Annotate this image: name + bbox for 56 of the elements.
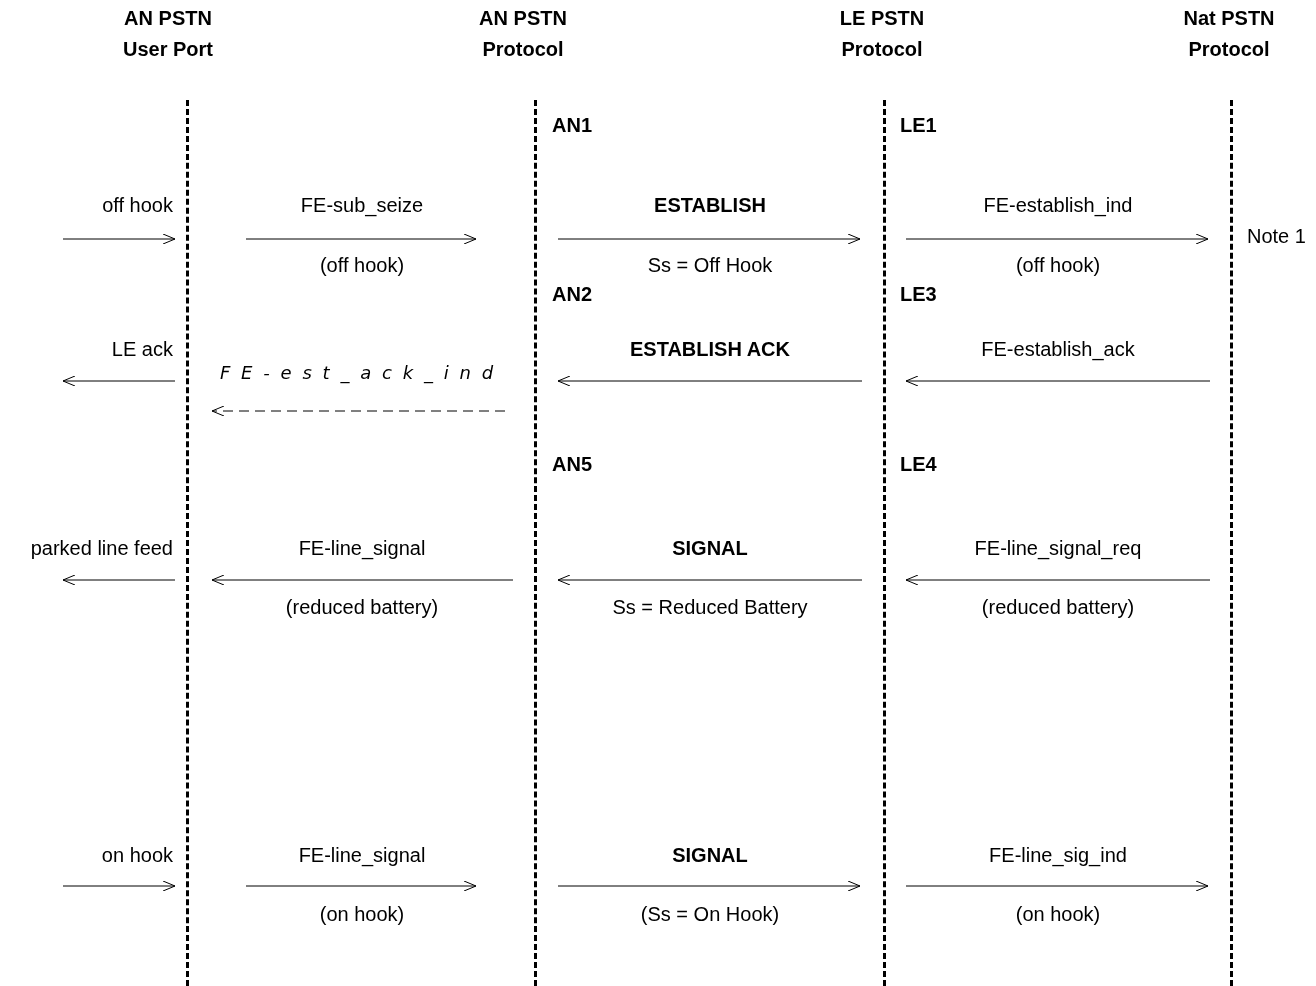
message-arrow (62, 880, 176, 892)
message-arrow (62, 375, 176, 387)
state-label: LE4 (900, 452, 937, 476)
state-label: AN1 (552, 113, 592, 137)
message-label: parked line feed (30, 536, 173, 560)
state-label: AN5 (552, 452, 592, 476)
state-label: AN2 (552, 282, 592, 306)
message-arrow (557, 880, 861, 892)
message-arrow (905, 880, 1209, 892)
message-label: ESTABLISH ACK (630, 337, 790, 361)
message-label: ESTABLISH (654, 193, 766, 217)
lifeline (534, 100, 537, 986)
message-label: FE-line_signal_req (974, 536, 1142, 560)
parameter-label: (off hook) (1015, 253, 1101, 277)
lifeline (1230, 100, 1233, 986)
message-arrow (211, 405, 506, 417)
state-label: LE1 (900, 113, 937, 137)
message-label: FE-establish_ind (983, 193, 1133, 217)
parameter-label: (on hook) (319, 902, 405, 926)
message-arrow (905, 375, 1211, 387)
message-label: on hook (101, 843, 173, 867)
message-arrow (245, 233, 477, 245)
message-arrow (245, 880, 477, 892)
state-label: LE3 (900, 282, 937, 306)
message-arrow (557, 574, 863, 586)
message-label: FE-sub_seize (300, 193, 424, 217)
message-label: FE-establish_ack (981, 337, 1135, 361)
parameter-label: (reduced battery) (285, 595, 439, 619)
parameter-label: (Ss = On Hook) (640, 902, 780, 926)
message-label: FE-line_sig_ind (989, 843, 1127, 867)
lifeline-header: AN PSTN User Port (122, 6, 214, 62)
lifeline (186, 100, 189, 986)
message-label: FE-est_ack_ind (218, 361, 506, 386)
message-label: FE-line_signal (298, 536, 426, 560)
lifeline (883, 100, 886, 986)
message-arrow (905, 574, 1211, 586)
lifeline-header: LE PSTN Protocol (838, 6, 926, 62)
message-label: SIGNAL (672, 843, 748, 867)
message-arrow (557, 233, 861, 245)
lifeline-header: Nat PSTN Protocol (1182, 6, 1276, 62)
message-arrow (211, 574, 514, 586)
message-label: LE ack (111, 337, 173, 361)
parameter-label: Ss = Reduced Battery (612, 595, 808, 619)
message-arrow (62, 233, 176, 245)
parameter-label: (off hook) (319, 253, 405, 277)
message-label: off hook (102, 193, 173, 217)
message-label: SIGNAL (672, 536, 748, 560)
message-arrow (905, 233, 1209, 245)
parameter-label: Ss = Off Hook (647, 253, 773, 277)
parameter-label: (on hook) (1015, 902, 1101, 926)
note-label: Note 1 (1247, 224, 1306, 248)
message-label: FE-line_signal (298, 843, 426, 867)
lifeline-header: AN PSTN Protocol (478, 6, 568, 62)
message-arrow (62, 574, 176, 586)
message-arrow (557, 375, 863, 387)
parameter-label: (reduced battery) (981, 595, 1135, 619)
